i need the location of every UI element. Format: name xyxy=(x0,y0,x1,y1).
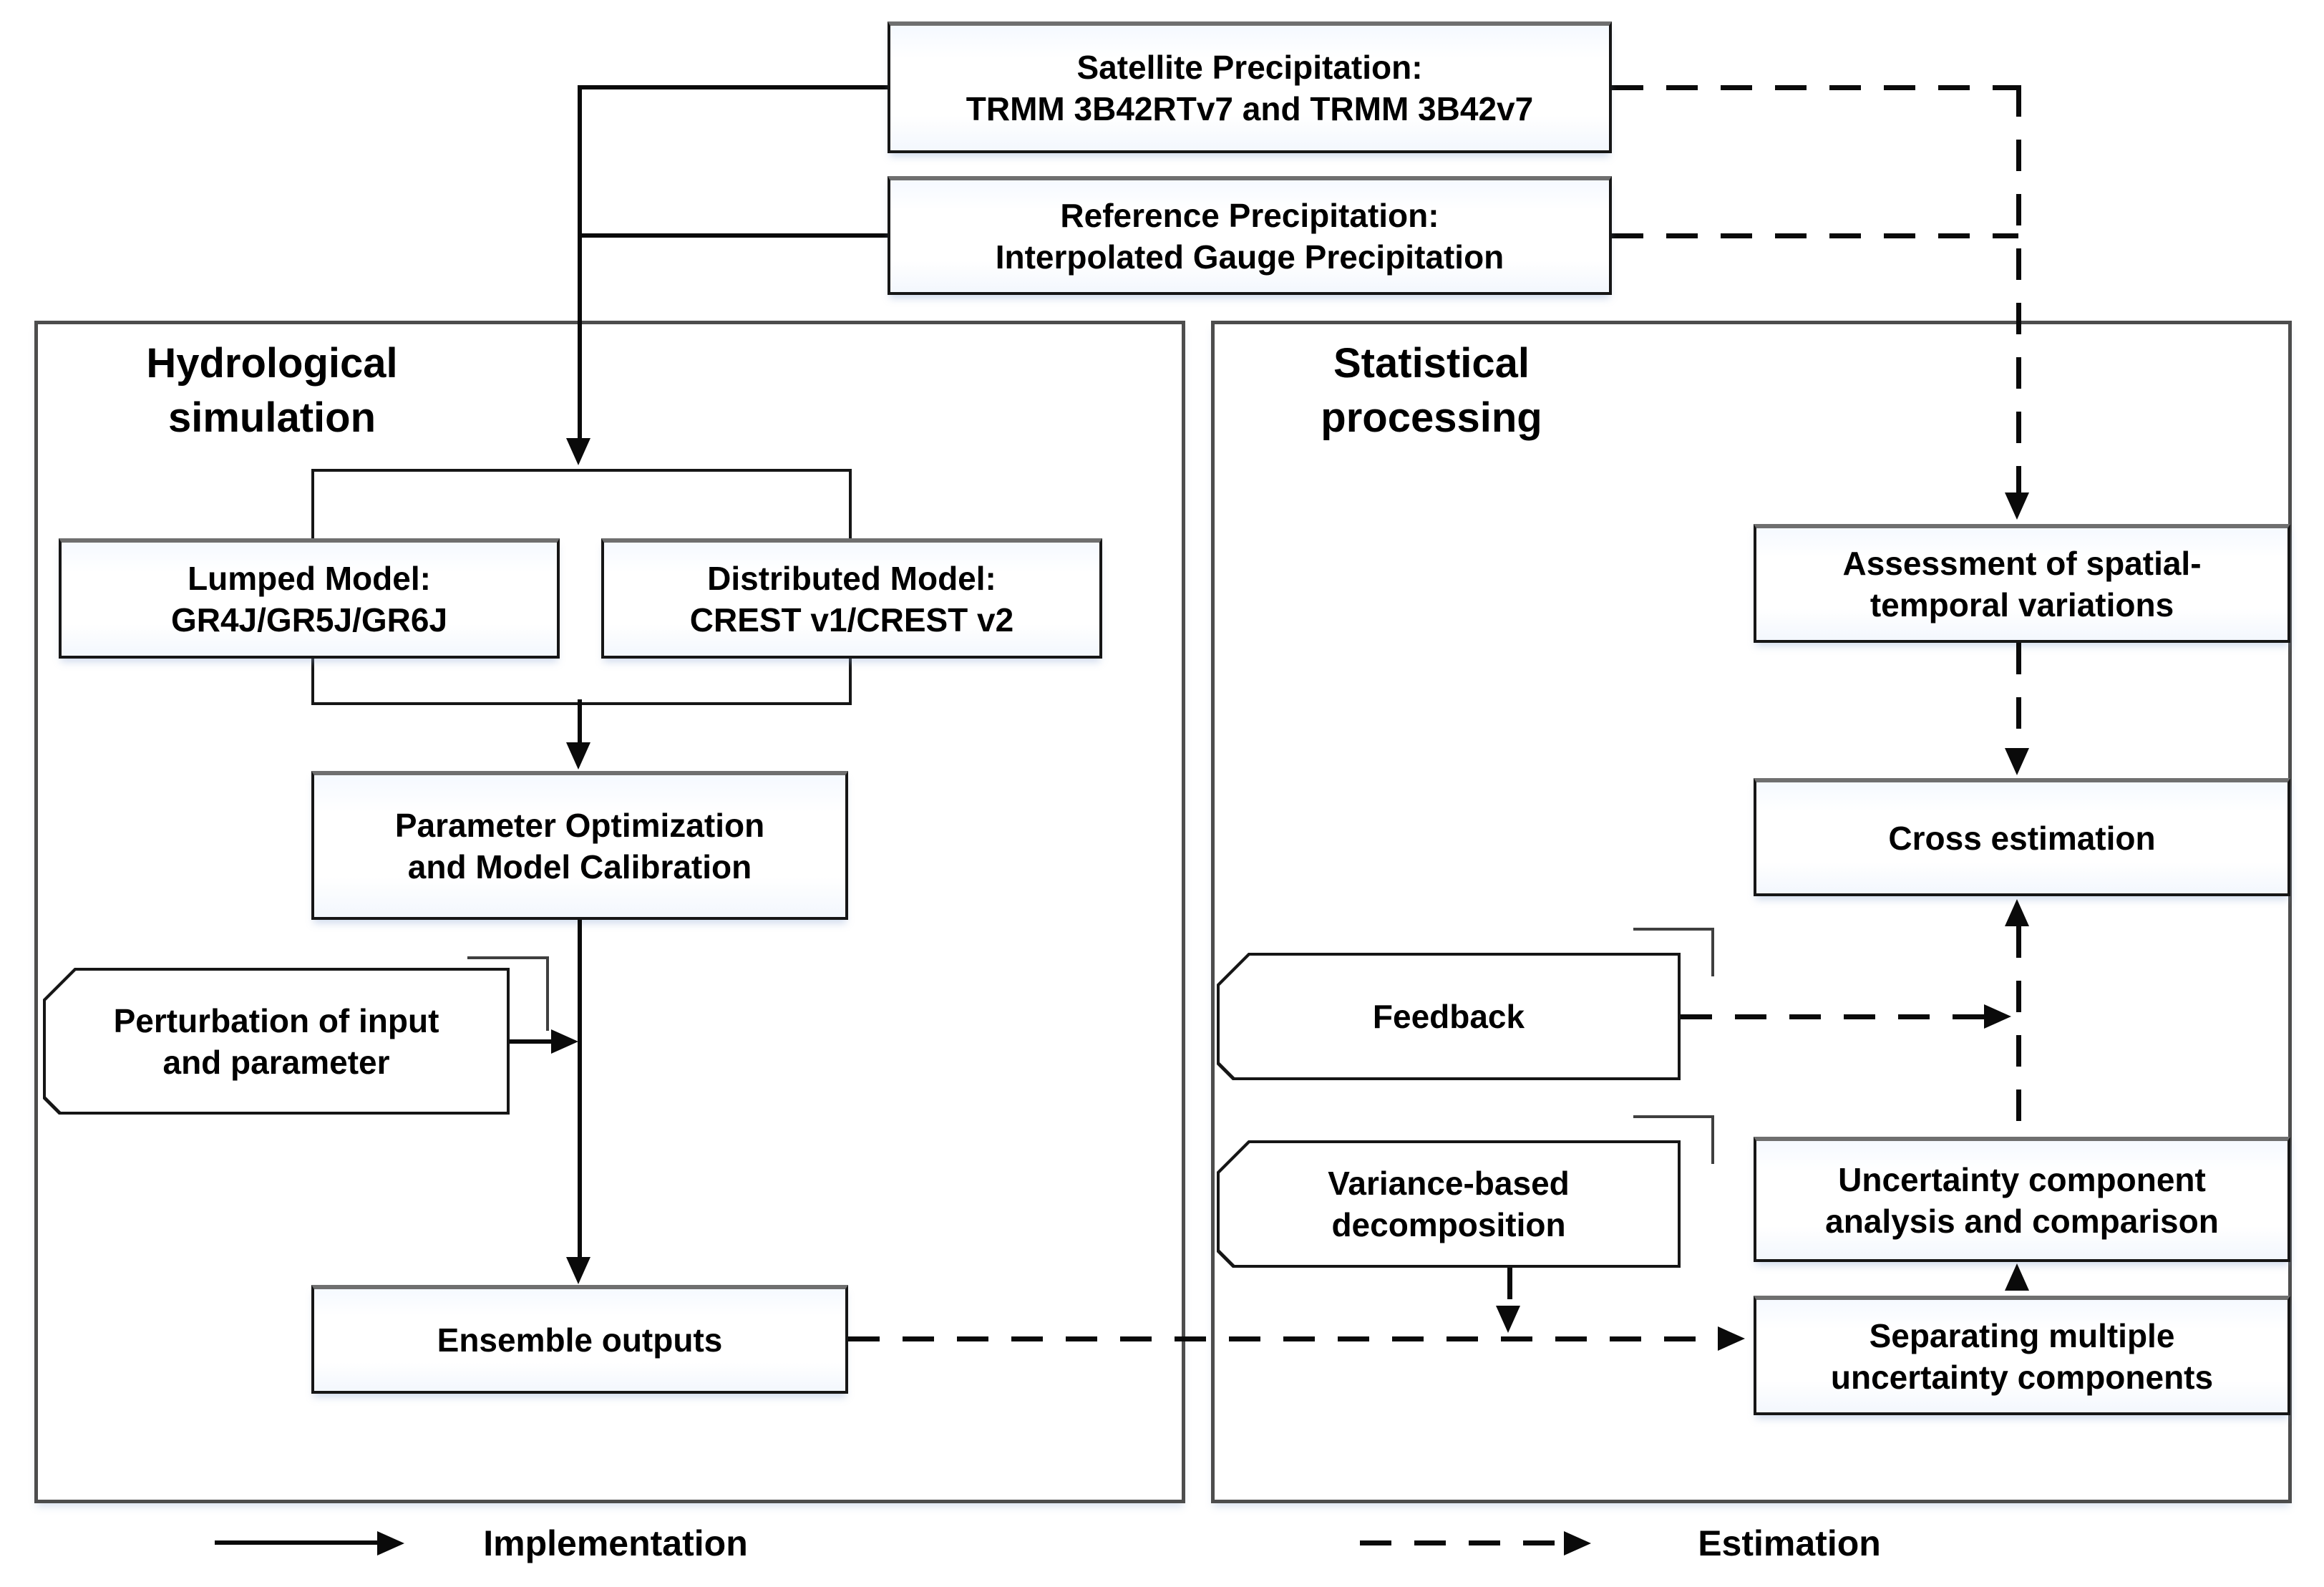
separating-line1: Separating multiple xyxy=(1869,1316,2175,1354)
variance-bracket xyxy=(1633,1115,1714,1164)
parameter-optimization-box: Parameter Optimization and Model Calibra… xyxy=(311,771,848,920)
arrowhead-up-into-cross xyxy=(2005,899,2029,926)
legend-implementation-label: Implementation xyxy=(483,1523,748,1563)
perturbation-callout-fill xyxy=(46,971,507,1112)
parameter-optimization-line1: Parameter Optimization xyxy=(394,807,765,844)
arrowhead-into-param xyxy=(566,742,590,770)
left-panel-title-line2: simulation xyxy=(167,394,376,441)
satellite-line1: Satellite Precipitation: xyxy=(1076,49,1423,86)
distributed-model-line2: CREST v1/CREST v2 xyxy=(689,601,1014,639)
variance-callout: Variance-based decomposition xyxy=(1217,1140,1681,1268)
connector-feedback-dashed xyxy=(1681,1014,1984,1019)
legend-estimation-label: Estimation xyxy=(1698,1523,1881,1563)
cross-estimation-box: Cross estimation xyxy=(1754,778,2290,896)
uncertainty-component-box: Uncertainty component analysis and compa… xyxy=(1754,1137,2290,1262)
arrowhead-into-models xyxy=(566,438,590,465)
satellite-line2: TRMM 3B42RTv7 and TRMM 3B42v7 xyxy=(966,90,1534,127)
distributed-model-box: Distributed Model: CREST v1/CREST v2 xyxy=(601,538,1102,659)
arrowhead-up-into-uncertainty xyxy=(2005,1263,2029,1291)
right-panel-title: Statistical processing xyxy=(1260,336,1603,445)
feedback-callout-fill xyxy=(1220,956,1678,1077)
connector-uncertainty-to-cross-dashed xyxy=(2016,926,2021,1137)
arrowhead-into-ensemble xyxy=(566,1257,590,1284)
variance-line2: decomposition xyxy=(1331,1206,1566,1243)
ensemble-outputs-label: Ensemble outputs xyxy=(437,1321,723,1359)
arrowhead-into-cross xyxy=(2005,748,2029,775)
connector-param-to-ensemble xyxy=(578,920,582,1257)
connector-assessment-to-cross-dashed xyxy=(2016,643,2021,748)
connector-satellite-right-dashed xyxy=(1612,85,2018,90)
lumped-model-box: Lumped Model: GR4J/GR5J/GR6J xyxy=(59,538,560,659)
connector-variance-drop-dashed xyxy=(1507,1268,1512,1306)
lumped-model-line1: Lumped Model: xyxy=(188,560,431,597)
arrowhead-into-assessment xyxy=(2005,492,2029,520)
reference-line1: Reference Precipitation: xyxy=(1060,197,1439,234)
connector-brace-to-param xyxy=(578,699,582,742)
connector-perturbation-arrow xyxy=(510,1039,551,1044)
connector-right-spine-dashed xyxy=(2016,85,2021,492)
variance-callout-text: Variance-based decomposition xyxy=(1217,1140,1681,1268)
separating-line2: uncertainty components xyxy=(1830,1358,2214,1396)
uncertainty-line2: analysis and comparison xyxy=(1825,1202,2219,1240)
feedback-label: Feedback xyxy=(1372,998,1525,1035)
perturbation-line1: Perturbation of input xyxy=(113,1001,439,1039)
perturbation-callout: Perturbation of input and parameter xyxy=(43,968,510,1115)
lumped-model-line2: GR4J/GR5J/GR6J xyxy=(170,601,448,639)
arrowhead-perturbation xyxy=(551,1029,578,1054)
arrowhead-into-separating xyxy=(1718,1326,1745,1351)
legend-implementation-arrowhead xyxy=(377,1531,404,1556)
cross-estimation-label: Cross estimation xyxy=(1888,819,2156,857)
arrowhead-variance-drop xyxy=(1496,1306,1520,1333)
separating-components-box: Separating multiple uncertainty componen… xyxy=(1754,1296,2290,1415)
perturbation-callout-text: Perturbation of input and parameter xyxy=(43,968,510,1115)
legend-estimation-arrow-line xyxy=(1360,1540,1564,1545)
assessment-line1: Assessment of spatial- xyxy=(1842,545,2202,582)
perturbation-bracket xyxy=(467,956,549,1031)
right-panel-title-line2: processing xyxy=(1321,394,1542,441)
feedback-bracket xyxy=(1633,928,1714,976)
perturbation-line2: and parameter xyxy=(162,1043,390,1081)
uncertainty-line1: Uncertainty component xyxy=(1838,1160,2206,1198)
assessment-box: Assessment of spatial- temporal variatio… xyxy=(1754,524,2290,643)
connector-ensemble-to-separating-dashed xyxy=(848,1336,1718,1341)
left-panel-title-line1: Hydrological xyxy=(146,340,398,387)
connector-reference-right-dashed xyxy=(1612,233,2018,238)
connector-satellite-left-solid xyxy=(580,85,889,89)
variance-line1: Variance-based xyxy=(1328,1165,1570,1202)
distributed-model-line1: Distributed Model: xyxy=(707,560,996,597)
arrowhead-feedback xyxy=(1984,1004,2011,1029)
variance-callout-fill xyxy=(1220,1143,1678,1265)
connector-left-spine-solid xyxy=(578,85,582,438)
reference-line2: Interpolated Gauge Precipitation xyxy=(995,238,1504,276)
feedback-callout-text: Feedback xyxy=(1217,953,1681,1080)
assessment-line2: temporal variations xyxy=(1870,586,2174,623)
connector-reference-left-solid xyxy=(580,233,889,238)
reference-precipitation-box: Reference Precipitation: Interpolated Ga… xyxy=(888,176,1612,295)
parameter-optimization-line2: and Model Calibration xyxy=(407,848,752,885)
left-panel-title: Hydrological simulation xyxy=(79,336,465,445)
feedback-callout: Feedback xyxy=(1217,953,1681,1080)
legend-estimation-arrowhead xyxy=(1564,1531,1591,1556)
legend-implementation-arrow-line xyxy=(215,1540,377,1545)
satellite-precipitation-box: Satellite Precipitation: TRMM 3B42RTv7 a… xyxy=(888,21,1612,153)
ensemble-outputs-box: Ensemble outputs xyxy=(311,1285,848,1394)
right-panel-title-line1: Statistical xyxy=(1333,340,1530,387)
